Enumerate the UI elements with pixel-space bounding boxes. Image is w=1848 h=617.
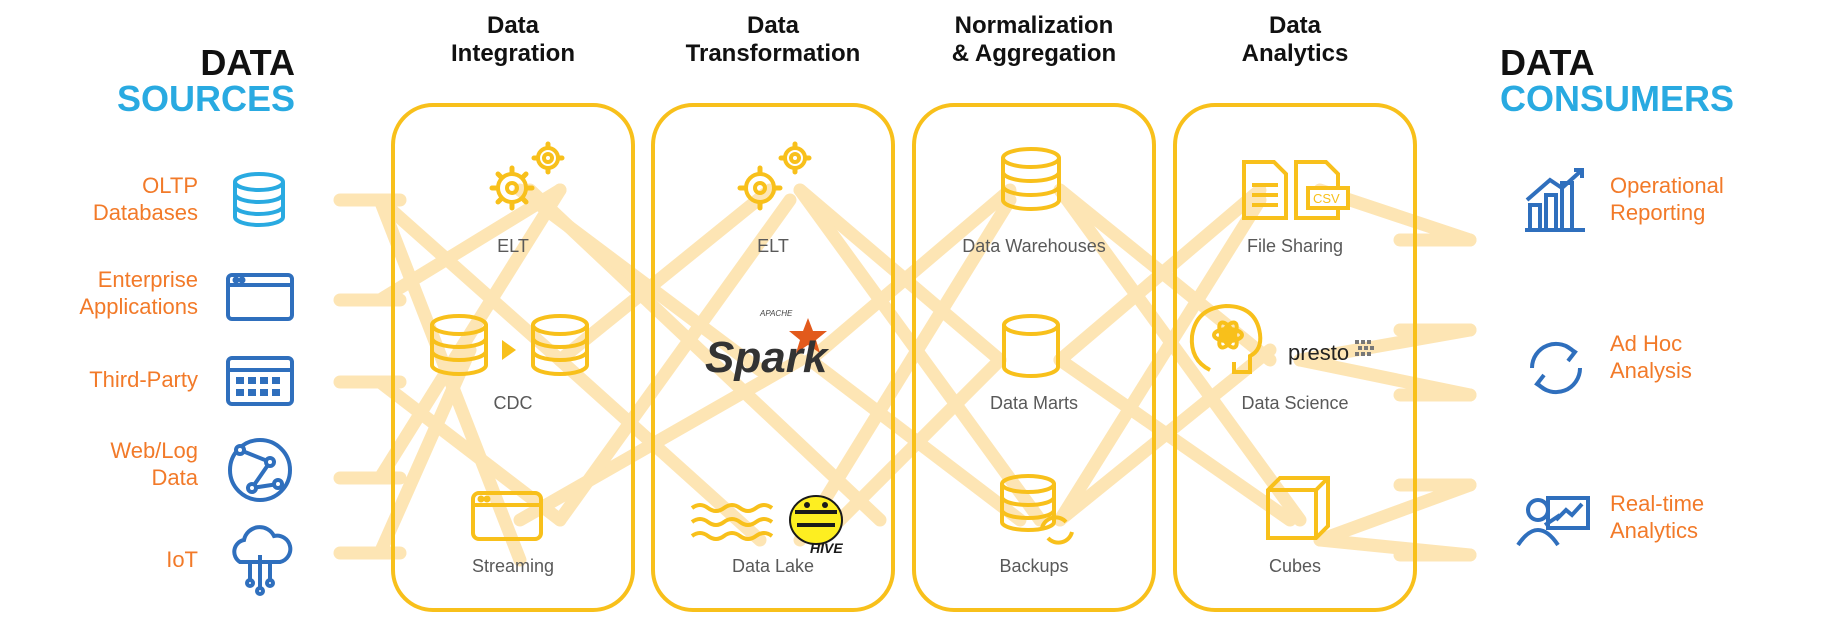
stream-window-icon: [471, 491, 543, 541]
node-label-backups: Backups: [999, 556, 1069, 576]
source-label: Enterprise Applications: [79, 267, 198, 319]
globe-network-icon: [228, 438, 292, 502]
node-label-data-lake: Data Lake: [731, 556, 815, 576]
node-label-data-warehouses: Data Warehouses: [962, 236, 1106, 256]
refresh-icon: [1529, 341, 1583, 395]
source-label: Third-Party: [89, 367, 198, 392]
source-label: OLTP Databases: [92, 173, 198, 225]
presto-logo: presto: [1288, 340, 1374, 365]
database-icon: [1002, 314, 1060, 378]
spark-apache-text: APACHE: [759, 309, 793, 318]
hive-logo: HIVE: [789, 495, 843, 556]
presenter-icon: [1516, 496, 1590, 547]
document-icon: [1242, 160, 1288, 220]
sources-title-line2: SOURCES: [116, 78, 295, 119]
node-label-streaming: Streaming: [471, 556, 555, 576]
column-title-normalization: Normalization & Aggregation: [951, 12, 1117, 67]
spark-logo: APACHE Spark: [705, 309, 830, 382]
brain-science-icon: [1189, 303, 1263, 374]
csv-file-icon: CSV: [1294, 160, 1350, 220]
gears-icon: [489, 141, 565, 211]
column-box-analytics: [1173, 103, 1417, 612]
waves-icon: [690, 503, 774, 541]
hive-logo-text: HIVE: [810, 540, 843, 556]
node-label-elt: ELT: [497, 236, 529, 256]
cube-icon: [1266, 476, 1330, 540]
node-label-cdc: CDC: [493, 393, 533, 413]
consumers-title-line2: CONSUMERS: [1500, 78, 1735, 119]
consumer-label: Real-time Analytics: [1610, 491, 1705, 543]
node-label-elt: ELT: [757, 236, 789, 256]
cloud-iot-icon: [232, 525, 293, 596]
column-box-normalization: [912, 103, 1156, 612]
node-label-file-sharing: File Sharing: [1246, 236, 1344, 256]
consumer-label: Operational Reporting: [1610, 173, 1724, 225]
column-box-integration: [391, 103, 635, 612]
column-box-transformation: [651, 103, 895, 612]
source-label: Web/Log Data: [110, 438, 198, 490]
database-backup-icon: [1000, 474, 1074, 545]
column-title-transformation: Data Transformation: [685, 12, 861, 67]
source-label: IoT: [166, 547, 198, 572]
node-label-data-marts: Data Marts: [989, 393, 1079, 413]
sources-title-line1: DATA: [200, 42, 295, 83]
gears-icon: [737, 141, 812, 211]
database-replication-icon: [430, 314, 589, 376]
column-title-integration: Data Integration: [451, 12, 575, 67]
node-label-cubes: Cubes: [1268, 556, 1322, 576]
column-title-analytics: Data Analytics: [1241, 12, 1349, 67]
node-label-data-science: Data Science: [1241, 393, 1349, 413]
bar-chart-icon: [1525, 168, 1585, 232]
app-window-icon: [226, 273, 294, 321]
consumers-title-line1: DATA: [1500, 42, 1595, 83]
csv-icon-text: CSV: [1313, 191, 1340, 206]
database-icon: [233, 172, 285, 227]
spark-logo-text: Spark: [705, 333, 830, 382]
flow-lines: [333, 183, 1477, 567]
calendar-grid-icon: [226, 356, 294, 406]
presto-logo-text: presto: [1288, 340, 1349, 365]
consumer-label: Ad Hoc Analysis: [1610, 331, 1692, 383]
database-icon: [1001, 147, 1061, 211]
